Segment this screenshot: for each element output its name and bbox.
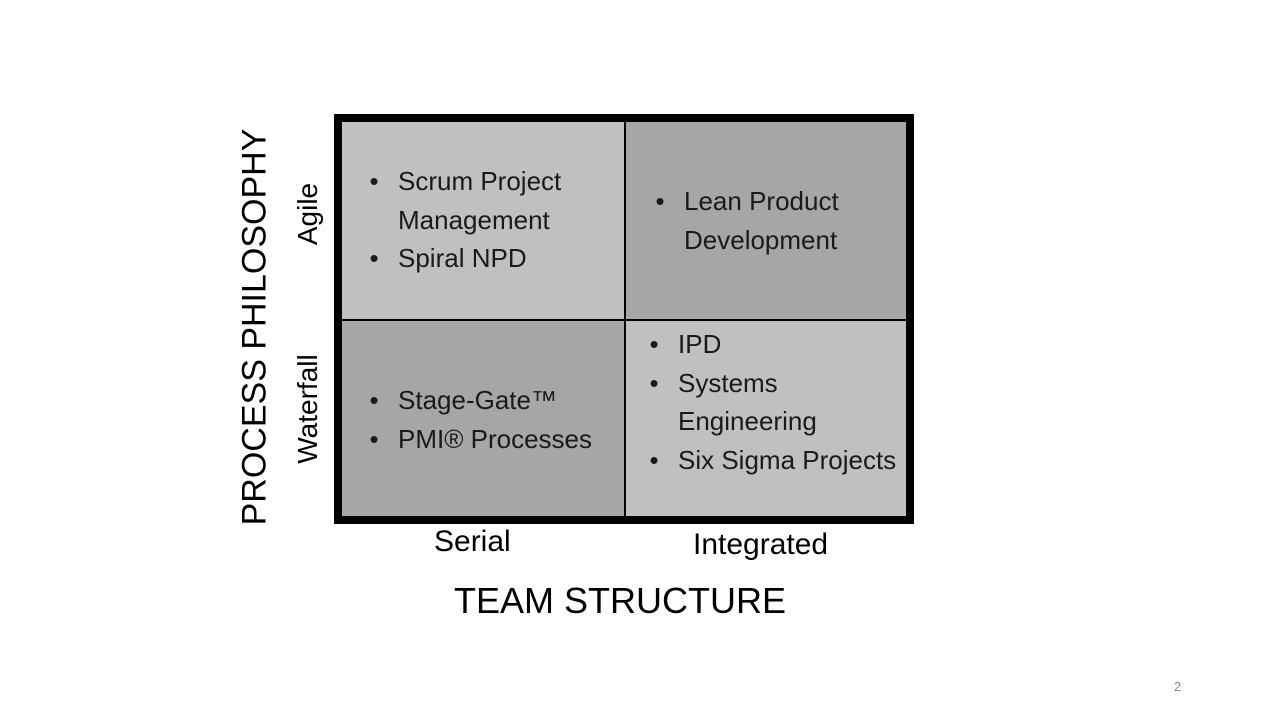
bullet-glyph: •: [369, 385, 379, 415]
list-item-text: Lean Product Development: [684, 186, 839, 255]
bullet-list: • IPD • Systems Engineering • Six Sigma Pro…: [644, 325, 899, 479]
list-item: • IPD: [644, 325, 899, 364]
bullet-glyph: •: [369, 243, 379, 273]
x-label-integrated: Integrated: [693, 528, 829, 561]
list-item: • Six Sigma Projects: [644, 441, 899, 480]
y-axis-title: PROCESS PHILOSOPHY: [235, 128, 274, 526]
bullet-glyph: •: [369, 423, 379, 454]
list-item-text: Stage-Gate™: [398, 385, 557, 415]
list-item-text: Six Sigma Projects: [678, 444, 897, 475]
bullet-list: • Lean Product Development: [650, 182, 900, 259]
list-item: • PMI® Processes: [364, 420, 619, 459]
quadrant-agile-integrated: • Lean Product Development: [626, 122, 906, 319]
bullet-list: • Stage-Gate™ • PMI® Processes: [364, 381, 619, 458]
x-axis-title: TEAM STRUCTURE: [454, 580, 786, 621]
list-item-text: Spiral NPD: [398, 243, 527, 273]
list-item: • Systems Engineering: [644, 364, 899, 441]
page-number: 2: [1174, 679, 1182, 694]
list-item-text: Scrum Project Management: [398, 166, 562, 235]
bullet-glyph: •: [655, 186, 665, 216]
list-item: • Spiral NPD: [364, 239, 614, 278]
list-item-text: Systems Engineering: [678, 367, 817, 437]
quadrant-waterfall-integrated: • IPD • Systems Engineering • Six Sigma Pro…: [626, 321, 906, 516]
bullet-glyph: •: [649, 444, 659, 475]
bullet-glyph: •: [649, 367, 659, 398]
list-item: • Scrum Project Management: [364, 162, 614, 239]
quadrant-waterfall-serial: • Stage-Gate™ • PMI® Processes: [342, 321, 624, 516]
list-item-text: PMI® Processes: [398, 423, 592, 454]
quadrant-agile-serial: • Scrum Project Management • Spiral NPD: [342, 122, 624, 319]
list-item: • Stage-Gate™: [364, 381, 619, 420]
list-item: • Lean Product Development: [650, 182, 900, 259]
bullet-glyph: •: [649, 329, 659, 359]
bullet-list: • Scrum Project Management • Spiral NPD: [364, 162, 614, 278]
x-label-serial: Serial: [434, 525, 511, 558]
bullet-glyph: •: [369, 166, 379, 196]
y-label-waterfall: Waterfall: [292, 354, 323, 464]
quadrant-matrix: • Scrum Project Management • Spiral NPD • L…: [334, 114, 914, 524]
list-item-text: IPD: [678, 329, 722, 359]
y-label-agile: Agile: [292, 182, 323, 246]
